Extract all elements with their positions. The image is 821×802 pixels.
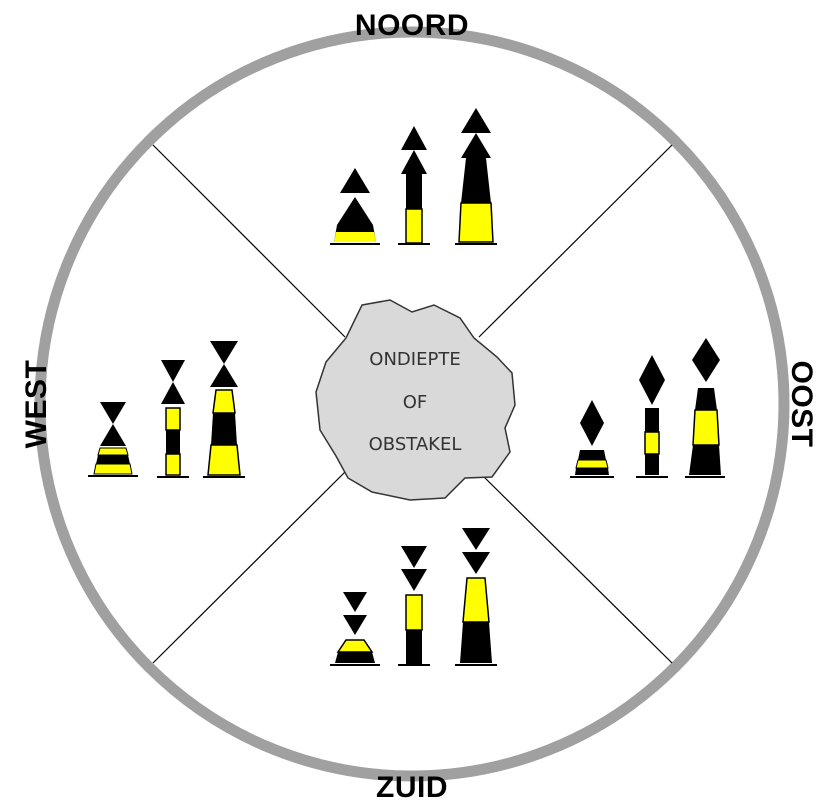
divider-se — [479, 472, 672, 663]
divider-sw — [153, 472, 345, 663]
west-label: WEST — [20, 360, 53, 449]
south-pillar-buoy — [455, 528, 497, 665]
north-spar-buoy — [398, 126, 430, 244]
west-pillar-buoy — [203, 341, 245, 477]
north-label: NOORD — [355, 9, 469, 42]
center-label-line1: ONDIEPTE — [369, 349, 460, 370]
west-cardinal-buoy-icon — [88, 341, 245, 477]
east-conical-buoy — [570, 400, 614, 477]
west-conical-buoy — [88, 402, 138, 476]
north-pillar-buoy — [455, 108, 497, 244]
east-label: OOST — [785, 360, 818, 447]
west-spar-buoy — [157, 360, 189, 477]
south-spar-buoy — [398, 546, 430, 665]
south-label: ZUID — [376, 771, 448, 802]
north-conical-buoy — [330, 168, 380, 244]
south-conical-buoy — [330, 592, 380, 665]
divider-ne — [479, 145, 672, 337]
east-cardinal-buoy-icon — [570, 338, 725, 477]
center-label-line3: OBSTAKEL — [369, 434, 462, 455]
east-spar-buoy — [636, 355, 668, 477]
north-cardinal-buoy-icon — [330, 108, 497, 244]
center-label-line2: OF — [403, 392, 428, 413]
south-cardinal-buoy-icon — [330, 528, 497, 665]
obstacle: ONDIEPTE OF OBSTAKEL — [316, 300, 515, 500]
divider-nw — [153, 145, 345, 337]
east-pillar-buoy — [685, 338, 725, 477]
